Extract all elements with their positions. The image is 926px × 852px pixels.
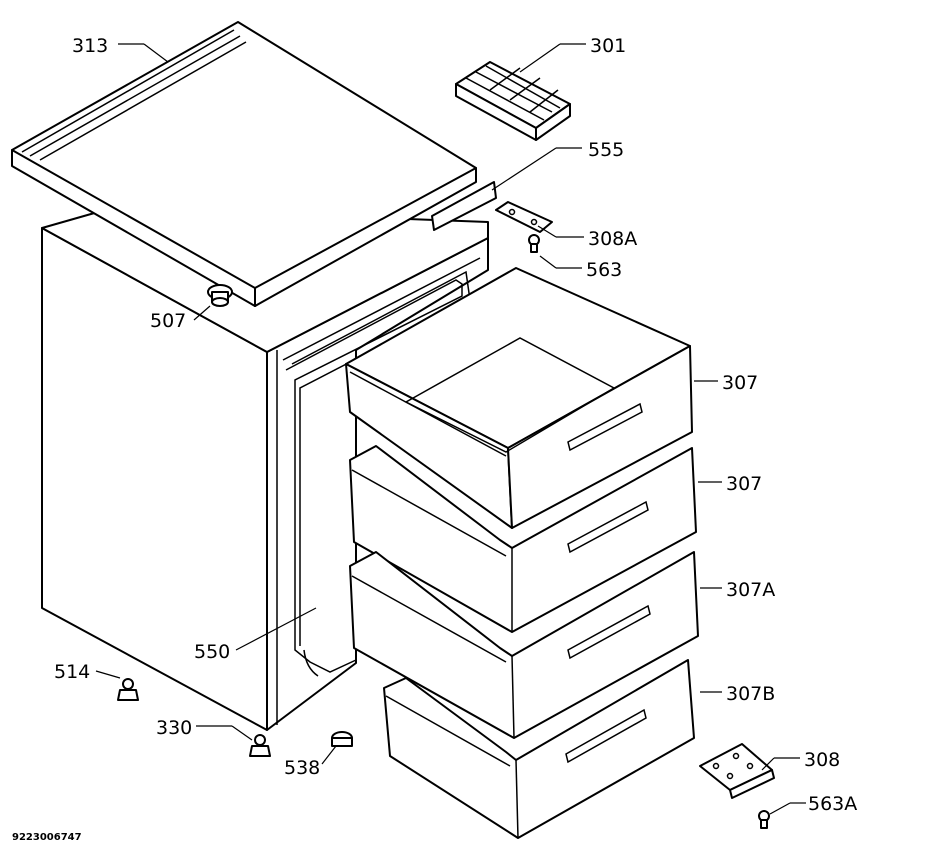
drawer-307-second [349,445,697,633]
foot-330 [249,734,271,757]
label-308: 308 [804,749,840,771]
label-550: 550 [194,641,230,663]
label-308A: 308A [588,228,637,250]
foot-507 [207,284,233,307]
top-panel-313 [11,21,477,307]
drawer-307-top [345,267,693,529]
ice-tray-301 [455,61,571,141]
drawer-307B [383,659,695,839]
screw-563A [758,810,770,829]
foot-514 [117,678,139,701]
label-307-top: 307 [722,372,758,394]
label-538: 538 [284,757,320,779]
label-307A: 307A [726,579,775,601]
strip-555 [431,181,497,231]
document-code: 9223006747 [12,832,82,843]
label-507: 507 [150,310,186,332]
hinge-308 [699,743,775,799]
label-563: 563 [586,259,622,281]
cap-538 [331,731,353,747]
leader-lines [95,43,806,815]
label-563A: 563A [808,793,857,815]
screw-563 [528,234,540,253]
label-307-second: 307 [726,473,762,495]
label-514: 514 [54,661,90,683]
label-555: 555 [588,139,624,161]
hinge-308A [495,201,553,233]
label-330: 330 [156,717,192,739]
label-313: 313 [72,35,108,57]
label-301: 301 [590,35,626,57]
label-307B: 307B [726,683,775,705]
